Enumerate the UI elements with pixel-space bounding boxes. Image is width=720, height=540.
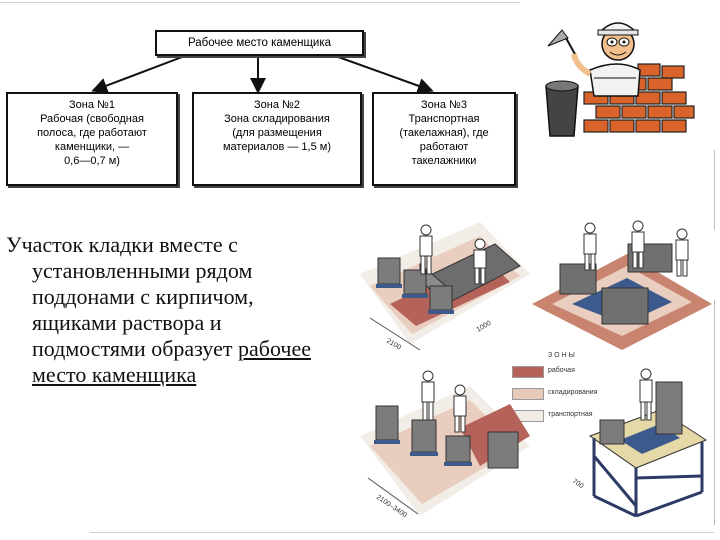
zone-1-line: 0,6—0,7 м) (64, 155, 120, 167)
zone-2-title: Зона №2 (254, 99, 300, 111)
legend-swatch (512, 366, 544, 378)
text-line: Участок кладки вместе с (6, 232, 238, 257)
legend-swatch (512, 388, 544, 400)
zone-3-line: (такелажная), где (399, 127, 489, 139)
zone-1-line: каменщики, — (54, 141, 130, 153)
zone-3-box: Зона №3 Транспортная (такелажная), где р… (372, 92, 516, 186)
dim-label: 2100 (385, 338, 402, 352)
dim-label: 2100–3400 (375, 494, 408, 519)
text-line: установленными рядом (32, 258, 253, 283)
zone-1-title: Зона №1 (69, 99, 115, 111)
workplace-scene-4: 700 (571, 368, 708, 518)
mason-cartoon-icon (545, 22, 695, 137)
text-line: подмостями образует рабочее (6, 336, 366, 362)
zone-1-line: полоса, где работают (37, 127, 147, 139)
zone-1-box: Зона №1 Рабочая (свободная полоса, где р… (6, 92, 178, 186)
zone-2-line: Зона складирования (224, 113, 330, 125)
workplace-scene-2 (532, 220, 712, 350)
zone-3-line: работают (419, 141, 469, 153)
legend-label: складирования (548, 389, 598, 396)
legend-label: рабочая (548, 367, 575, 374)
workplace-title-box: Рабочее место каменщика (155, 30, 364, 56)
zone-3-title: Зона №3 (421, 99, 467, 111)
zone-3-line: такелажники (411, 155, 477, 167)
zone-2-box: Зона №2 Зона складирования (для размещен… (192, 92, 362, 186)
workplace-description: Участок кладки вместе с установленными р… (6, 232, 366, 388)
frame-right-line-2 (714, 300, 715, 525)
workplace-scene-1: 2100 1000 (360, 222, 530, 352)
frame-right-line (714, 150, 715, 230)
frame-bottom-line (90, 532, 714, 533)
zone-2-line: материалов — 1,5 м) (222, 141, 332, 153)
text-line: поддонами с кирпичом, (32, 284, 254, 309)
text-line: ящиками раствора и (32, 310, 222, 335)
zone-3-line: Транспортная (408, 113, 480, 125)
underlined-term: рабочее (237, 336, 311, 361)
dim-label: 1000 (476, 320, 493, 334)
legend-label: транспортная (548, 411, 593, 418)
text-fragment: подмостями образует (32, 336, 238, 361)
workplace-scene-3: 2100–3400 (360, 370, 530, 519)
zone-2-line: (для размещения (232, 127, 322, 139)
frame-top-line (0, 2, 520, 3)
dim-label: 700 (571, 478, 585, 490)
legend-title: ЗОНЫ (548, 352, 577, 359)
underlined-term: место каменщика (32, 362, 197, 387)
zone-1-line: Рабочая (свободная (40, 113, 144, 125)
